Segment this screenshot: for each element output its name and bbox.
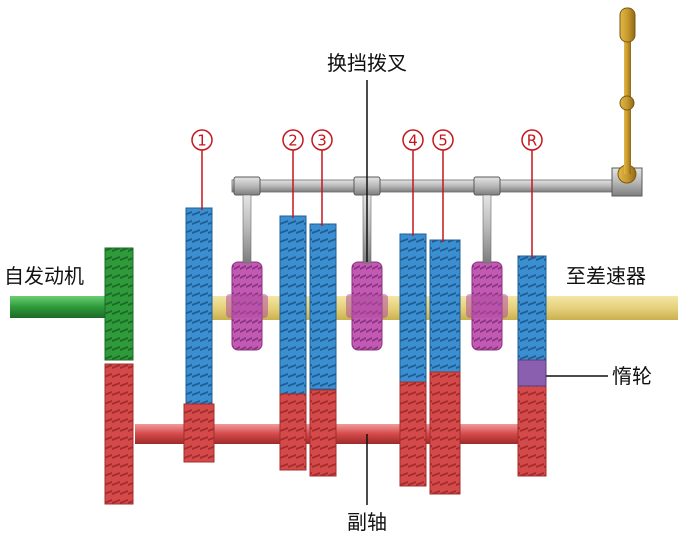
idler-label: 惰轮 [612,364,652,388]
lever-knob [619,7,636,43]
gear-marker-5-label: 5 [438,132,448,150]
counter-gear-1 [183,403,215,463]
gear-3 [309,223,337,390]
shift-rod [231,179,615,193]
input-shaft [10,296,110,318]
counter-gear-2 [279,393,307,471]
gear-marker-r: R [521,129,543,258]
input-gear [104,247,134,361]
gear-reverse [517,255,547,361]
gear-marker-r-label: R [527,132,537,150]
counter-gear-5 [429,371,461,495]
synchronizer-3-4 [346,261,388,351]
fork-stem-3 [482,194,492,264]
gear-marker-2-label: 2 [288,132,298,150]
gear-marker-3-label: 3 [317,132,327,150]
gear-1 [185,207,213,405]
from-engine-label: 自发动机 [4,264,84,288]
gear-marker-5: 5 [432,129,454,242]
gear-4 [399,233,427,383]
fork-collar-1 [233,176,261,196]
gear-marker-4: 4 [402,129,424,236]
fork-collar-3 [473,176,501,196]
input-counter-gear [104,363,134,505]
countershaft-label: 副轴 [347,510,387,534]
gear-marker-1: 1 [191,129,213,210]
gear-marker-2: 2 [282,129,304,218]
synchronizer-5-r [466,261,508,351]
gear-5 [429,239,461,373]
gear-marker-1-label: 1 [197,132,207,150]
lever-joint [619,95,635,111]
gear-marker-4-label: 4 [408,132,418,150]
shift-fork-label: 换挡拨叉 [327,51,407,75]
fork-stem-1 [242,194,252,264]
counter-gear-reverse [517,385,547,477]
counter-gear-4 [399,381,427,487]
gear-marker-3: 3 [311,129,333,226]
synchronizer-1-2 [226,261,268,351]
idler-gear [517,359,547,387]
to-differential-label: 至差速器 [566,264,646,288]
counter-gear-3 [309,389,337,477]
gear-2 [279,215,307,395]
